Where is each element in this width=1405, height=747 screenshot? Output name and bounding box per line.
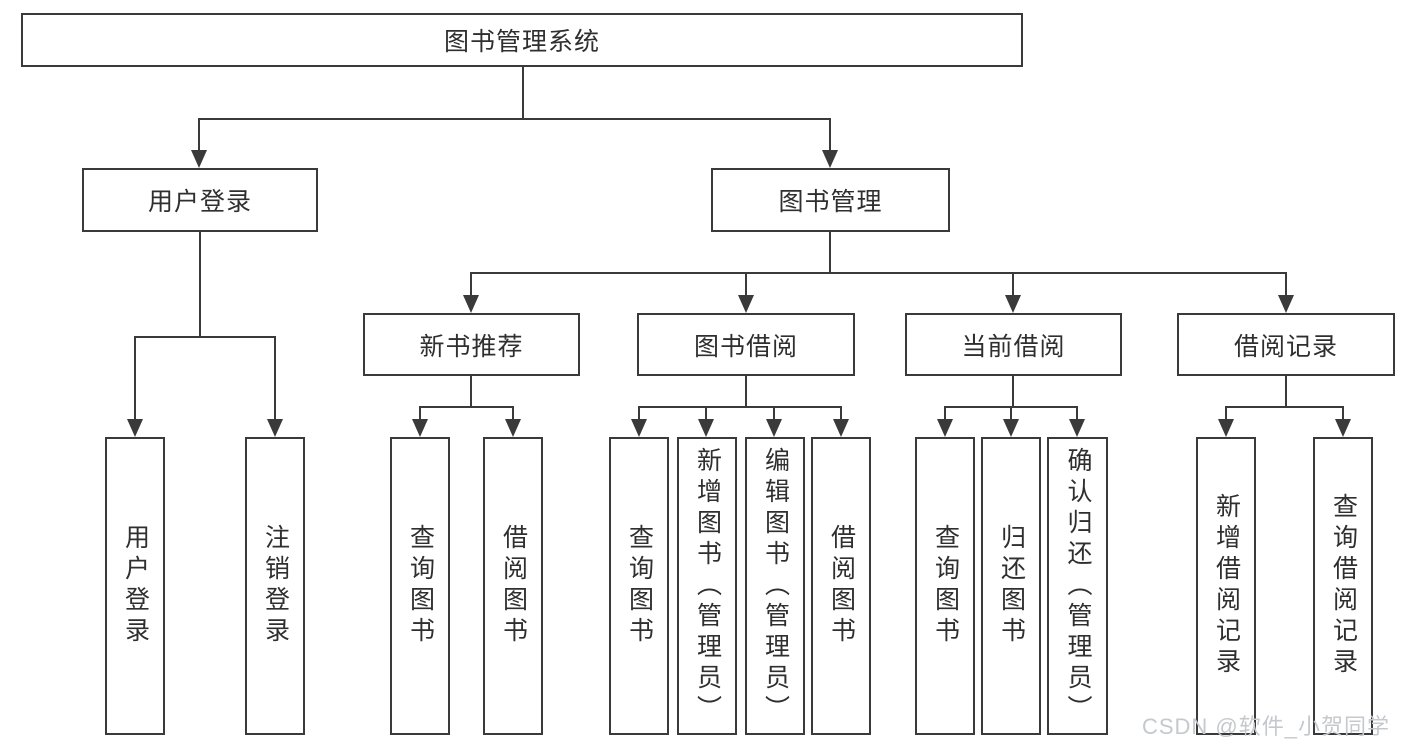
- node-label: 新增借阅记录: [1212, 493, 1241, 679]
- leaf-add-borrow-record: 新增借阅记录: [1196, 437, 1256, 735]
- leaf-return-book: 归还图书: [981, 437, 1041, 735]
- node-book-borrowing: 图书借阅: [637, 313, 855, 376]
- node-label: 归还图书: [997, 524, 1026, 648]
- leaf-query-borrow-record: 查询借阅记录: [1313, 437, 1373, 735]
- node-user-login: 用户登录: [82, 168, 318, 232]
- node-label: 编辑图书（管理员）: [761, 446, 790, 726]
- leaf-confirm-return-admin: 确认归还（管理员）: [1047, 437, 1108, 735]
- node-label: 查询图书: [406, 524, 435, 648]
- node-label: 确认归还（管理员）: [1064, 446, 1092, 726]
- node-label: 查询借阅记录: [1329, 493, 1358, 679]
- node-label: 借阅记录: [1233, 332, 1338, 361]
- node-new-book-recommend: 新书推荐: [363, 313, 580, 376]
- leaf-query-books-borrowing: 查询图书: [609, 437, 669, 735]
- leaf-query-books-recommend: 查询图书: [390, 437, 450, 735]
- node-book-management: 图书管理: [711, 168, 950, 232]
- node-label: 借阅图书: [827, 524, 856, 648]
- leaf-query-books-current: 查询图书: [915, 437, 975, 735]
- node-library-system: 图书管理系统: [21, 13, 1023, 67]
- node-label: 新书推荐: [419, 332, 524, 361]
- node-label: 新增图书（管理员）: [693, 446, 722, 726]
- node-label: 当前借阅: [961, 332, 1066, 361]
- leaf-edit-book-admin: 编辑图书（管理员）: [745, 437, 805, 735]
- leaf-user-login: 用户登录: [105, 437, 165, 735]
- leaf-borrow-books-recommend: 借阅图书: [483, 437, 543, 735]
- node-label: 图书管理: [778, 188, 883, 216]
- node-current-borrowing: 当前借阅: [905, 313, 1122, 376]
- node-label: 用户登录: [121, 524, 150, 648]
- node-label: 图书管理系统: [443, 28, 600, 56]
- leaf-borrow-books-borrowing: 借阅图书: [811, 437, 871, 735]
- node-label: 借阅图书: [499, 524, 528, 648]
- node-label: 用户登录: [147, 188, 252, 216]
- node-label: 注销登录: [261, 524, 290, 648]
- node-label: 查询图书: [625, 524, 654, 648]
- csdn-watermark: CSDN @软件_小贺同学: [1141, 714, 1390, 739]
- node-borrow-records: 借阅记录: [1177, 313, 1395, 376]
- node-label: 图书借阅: [693, 332, 798, 361]
- node-label: 查询图书: [931, 524, 960, 648]
- leaf-logout: 注销登录: [245, 437, 305, 735]
- leaf-add-book-admin: 新增图书（管理员）: [677, 437, 737, 735]
